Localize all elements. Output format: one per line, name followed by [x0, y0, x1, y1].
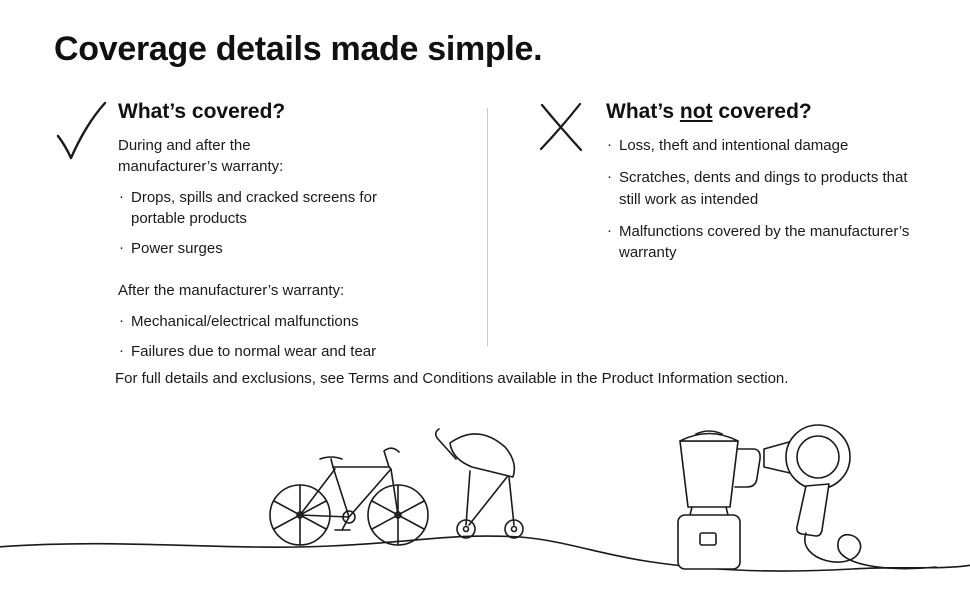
not-covered-item: Loss, theft and intentional damage — [606, 134, 916, 156]
heading-underlined-word: not — [679, 100, 713, 123]
covered-item: Power surges — [118, 237, 383, 259]
not-covered-column: What’s not covered? Loss, theft and inte… — [534, 98, 934, 274]
covered-subheading: During and after the manufacturer’s warr… — [118, 137, 284, 176]
hair-dryer-illustration — [763, 424, 937, 570]
not-covered-item: Malfunctions covered by the manufacturer… — [606, 220, 916, 264]
not-covered-list: Loss, theft and intentional damage Scrat… — [606, 134, 916, 264]
heading-suffix: covered? — [712, 100, 812, 123]
x-icon — [539, 102, 583, 152]
product-illustrations — [0, 424, 970, 572]
covered-item: Drops, spills and cracked screens for po… — [118, 186, 383, 230]
covered-subheading: After the manufacturer’s warranty: — [118, 282, 345, 300]
covered-list-2: Mechanical/electrical malfunctions Failu… — [118, 310, 383, 363]
not-covered-heading: What’s not covered? — [606, 100, 916, 124]
not-covered-item: Scratches, dents and dings to products t… — [606, 166, 916, 210]
terms-note: For full details and exclusions, see Ter… — [115, 370, 789, 387]
covered-heading: What’s covered? — [118, 100, 286, 123]
covered-list-1: Drops, spills and cracked screens for po… — [118, 186, 383, 260]
page-title: Coverage details made simple. — [54, 30, 543, 68]
not-covered-content: What’s not covered? Loss, theft and inte… — [606, 98, 916, 274]
covered-column: What’s covered? During and after the man… — [50, 98, 480, 371]
covered-content: What’s covered? During and after the man… — [118, 98, 383, 371]
blender-illustration — [677, 430, 761, 570]
covered-item: Failures due to normal wear and tear — [118, 340, 383, 362]
ground-line — [0, 535, 970, 572]
bicycle-illustration — [269, 447, 429, 546]
stroller-illustration — [434, 428, 524, 539]
check-icon — [56, 101, 107, 160]
heading-prefix: What’s — [606, 100, 680, 123]
column-divider — [487, 108, 488, 346]
covered-item: Mechanical/electrical malfunctions — [118, 310, 383, 332]
